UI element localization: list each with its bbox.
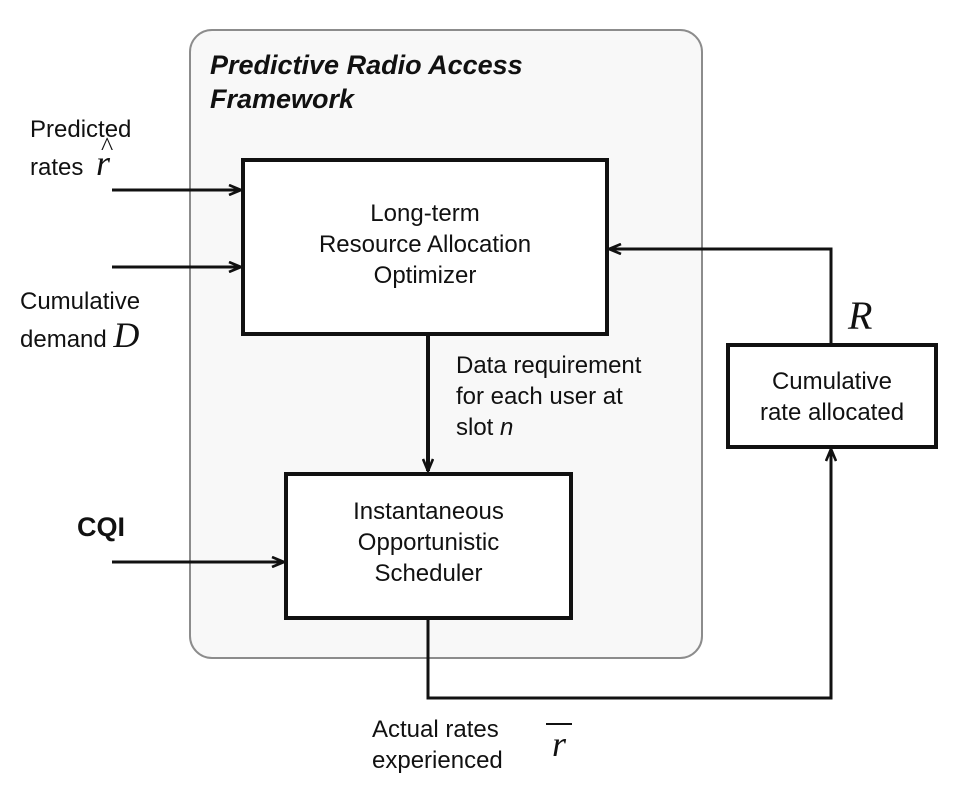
- cumulative-rate-block: [726, 343, 938, 449]
- r-bar-overline: [546, 723, 573, 725]
- scheduler-line-2: Opportunistic: [357, 529, 500, 556]
- scheduler-label: Instantaneous Opportunistic Scheduler: [286, 496, 571, 589]
- predicted-rates-line-1: Predicted: [30, 116, 132, 143]
- optimizer-line-1: Long-term: [370, 200, 480, 227]
- cumulative-demand-label: Cumulative demand D: [20, 286, 140, 355]
- data-requirement-label: Data requirement for each user at slot n: [456, 350, 641, 443]
- scheduler-block: [284, 472, 573, 620]
- demand-symbol: D: [113, 315, 140, 355]
- actual-rates-line-2: experienced: [372, 747, 503, 774]
- scheduler-line-1: Instantaneous: [353, 498, 504, 525]
- r-hat-letter: r: [96, 143, 111, 183]
- cumulative-demand-text: demand: [20, 326, 107, 353]
- r-bar-letter: r: [552, 724, 567, 764]
- data-requirement-line-1: Data requirement: [456, 352, 642, 379]
- optimizer-line-2: Resource Allocation: [318, 231, 532, 258]
- slot-variable: n: [500, 414, 514, 441]
- r-bar-wrap: r: [546, 723, 573, 764]
- optimizer-block: [241, 158, 609, 336]
- predicted-rates-line-2: rates ^ r: [30, 134, 131, 183]
- cumulative-rate-line-2: rate allocated: [759, 399, 905, 426]
- predicted-rates-label: Predicted rates ^ r: [30, 114, 131, 183]
- r-hat-accent: ^: [101, 132, 114, 161]
- slot-text: slot: [456, 414, 494, 441]
- framework-title-line-1: Predictive Radio Access: [210, 50, 523, 80]
- cumulative-rate-line-1: Cumulative: [771, 368, 893, 395]
- cumulative-demand-line-1: Cumulative: [20, 288, 141, 315]
- predicted-rates-text: rates: [30, 154, 84, 181]
- data-requirement-line-3: slot n: [456, 412, 641, 443]
- optimizer-label: Long-term Resource Allocation Optimizer: [243, 198, 607, 291]
- framework-title-line-2: Framework: [210, 84, 355, 114]
- r-bar-symbol: r: [546, 723, 573, 764]
- cqi-label: CQI: [77, 512, 126, 542]
- scheduler-line-3: Scheduler: [374, 560, 483, 587]
- actual-rates-label: Actual rates experienced: [372, 714, 503, 776]
- cumulative-rate-label: Cumulative rate allocated: [728, 366, 936, 428]
- framework-title: Predictive Radio Access Framework: [210, 48, 523, 116]
- actual-rates-arrow: [426, 449, 831, 700]
- optimizer-line-3: Optimizer: [373, 262, 477, 289]
- actual-rates-line-1: Actual rates: [372, 716, 499, 743]
- r-hat-symbol: ^ r: [96, 134, 113, 183]
- feedback-symbol: R: [848, 293, 873, 338]
- cumulative-demand-line-2: demand D: [20, 317, 140, 355]
- feedback-arrow: [609, 249, 833, 343]
- data-requirement-line-2: for each user at: [456, 383, 623, 410]
